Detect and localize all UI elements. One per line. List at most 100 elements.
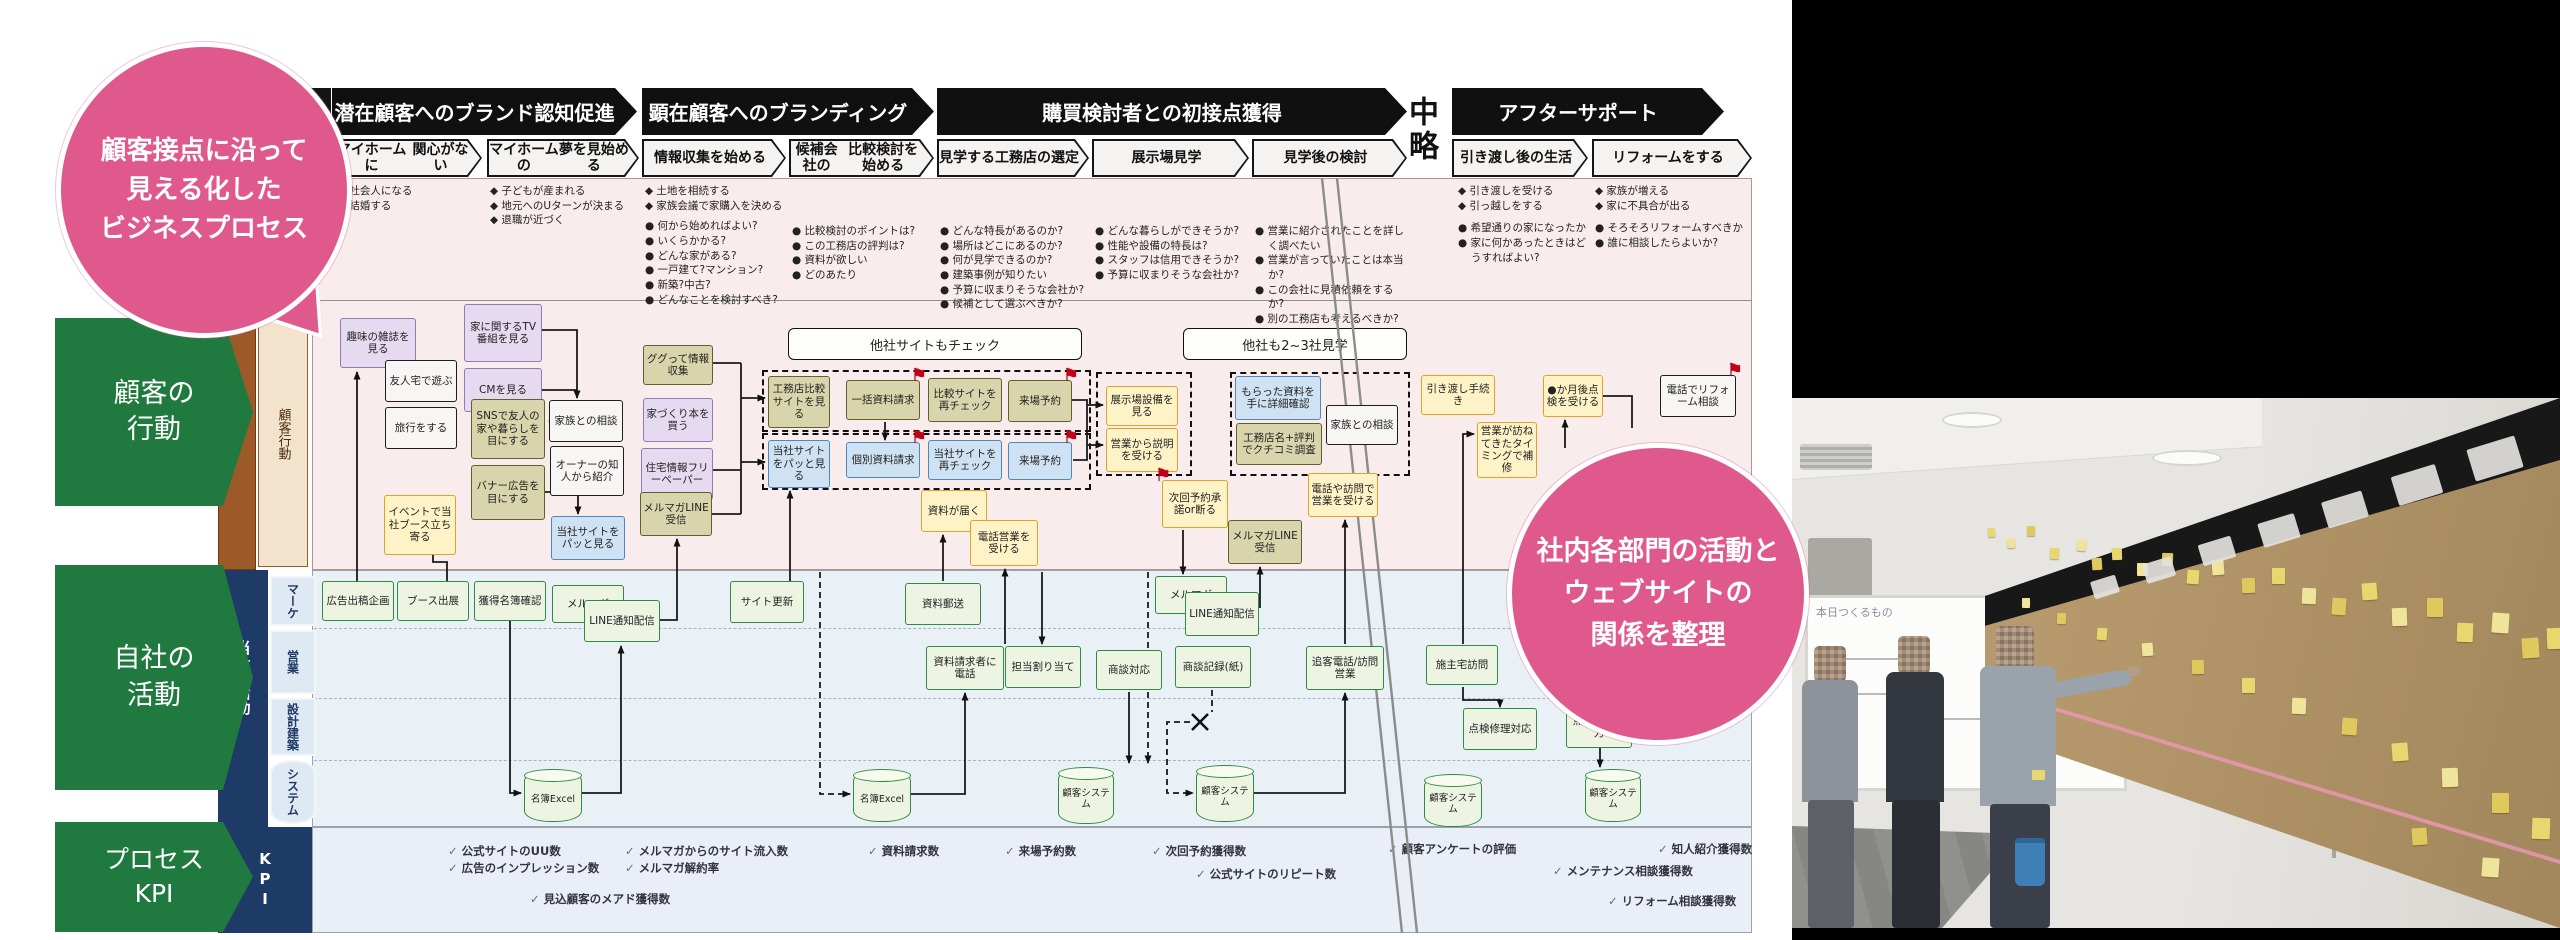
step-arrow: 候補会社の比較検討を始める: [789, 139, 934, 177]
sticky-note-text: 追客電話/訪問営業: [1311, 655, 1379, 680]
person-3-head: [1996, 626, 2034, 668]
kpi-item-text: 次回予約獲得数: [1165, 844, 1247, 858]
held-sticky-note: [2032, 770, 2045, 780]
step-arrow-face: 候補会社の比較検討を始める: [791, 141, 932, 175]
sticky-note: 追客電話/訪問営業: [1306, 646, 1384, 690]
photo-sticky-note: [2027, 526, 2035, 536]
insight-event: ◆ 家族会議で家購入を決める: [645, 199, 783, 212]
insight-column: ● どんな暮らしができそうか?● 性能や設備の特長は?● スタッフは信用できそう…: [1095, 184, 1247, 283]
photo-sticky-note: [2096, 627, 2108, 641]
row-label-line: 行動: [127, 414, 181, 445]
sticky-note: 友人宅で遊ぶ: [385, 360, 457, 402]
dept-label: 営業: [285, 650, 300, 674]
sticky-note: もらった資料を手に詳細確認: [1235, 376, 1321, 420]
lane-divider: [314, 698, 1750, 699]
row-label-line: KPI: [134, 879, 174, 908]
sticky-note: SNSで友人の家や暮らしを目にする: [471, 399, 545, 459]
callout-line: ビジネスプロセス: [99, 213, 308, 244]
insight-event: ◆ 引っ越しをする: [1458, 199, 1543, 212]
insight-question: ● 比較検討のポイントは?: [792, 225, 916, 237]
sticky-note: 家に関するTV番組を見る: [464, 304, 542, 362]
step-arrow: 見学後の検討: [1252, 139, 1407, 177]
sticky-note-text: 資料郵送: [922, 597, 964, 610]
insight-question: ● 誰に相談したらよいか?: [1595, 237, 1719, 250]
step-arrow-label: 情報収集を: [654, 149, 724, 166]
check-icon: ✓: [1196, 867, 1206, 881]
photo-sticky-note: [2076, 539, 2087, 552]
step-arrow: マイホームの夢を見始める: [487, 139, 639, 177]
check-icon: ✓: [1388, 842, 1398, 856]
sticky-note: ●か月後点検を受ける: [1543, 375, 1603, 417]
lane-divider: [314, 628, 1750, 629]
red-flag-icon: ⚑: [1155, 465, 1172, 486]
sticky-note-text: 友人宅で遊ぶ: [389, 374, 453, 387]
insight-question: ● 営業が言っていたことは本当か?: [1255, 254, 1404, 282]
check-icon: ✓: [625, 861, 635, 875]
insight-question: ● 何から始めればよい?: [645, 220, 758, 233]
sidebar-dept-marketing: マーケ: [270, 576, 316, 626]
step-arrow: 引き渡し後の生活: [1452, 139, 1588, 177]
group-bracket-label: 他社も2~3社見学: [1183, 328, 1407, 360]
photo-sticky-note: [2391, 607, 2408, 627]
photo-air-vent: [1800, 444, 1872, 470]
insight-column: ◆ 子どもが産まれる◆ 地元へのUターンが決まる◆ 退職が近づく: [490, 184, 638, 228]
red-flag-icon: ⚑: [1062, 365, 1079, 386]
sticky-note-text: 当社サイトを再チェック: [933, 447, 997, 472]
kpi-item-text: 公式サイトのUU数: [461, 844, 561, 858]
sticky-note: 家づくり本を買う: [643, 398, 713, 442]
sticky-note-text: ブース出展: [407, 594, 459, 607]
kpi-item-text: 見込顧客のメアド獲得数: [543, 892, 671, 906]
sticky-note-text: 電話でリフォーム相談: [1666, 383, 1730, 408]
photo-sticky-note: [2272, 568, 2285, 584]
sticky-note: 担当割り当て: [1005, 646, 1081, 688]
step-arrow: 見学する工務店の選定: [937, 139, 1089, 177]
photo-panel: 本日つくるもの: [1792, 0, 2560, 940]
sticky-note-text: 一括資料請求: [851, 393, 915, 406]
sticky-note: 点検修理対応: [1463, 708, 1537, 750]
row-label-company-activity: 自社の 活動: [55, 565, 253, 790]
sticky-note-text: 趣味の雑誌を見る: [346, 330, 410, 355]
insight-question: ● 資料が欲しい: [792, 254, 868, 267]
sticky-note-text: LINE通知配信: [1189, 607, 1255, 620]
kpi-item-text: メルマガ解約率: [638, 861, 720, 875]
sidebar-kpi-label: KPI: [256, 850, 274, 910]
insight-question: ● そろそろリフォームすべきか: [1595, 222, 1743, 235]
dash-group-box: [1096, 372, 1192, 476]
cylinder-text: 顧客システム: [1062, 788, 1110, 810]
stage-arrow: アフターサポート: [1452, 88, 1724, 135]
sticky-note-text: 引き渡し手続き: [1426, 382, 1490, 407]
insight-column: ◆ 土地を相続する◆ 家族会議で家購入を決める● 何から始めればよい?● いくら…: [645, 184, 787, 308]
photo-ceiling-light: [1942, 412, 2002, 428]
insight-question: ● 新築?中古?: [645, 279, 711, 292]
step-arrow-label: 始める: [724, 149, 766, 166]
photo-sticky-note: [2006, 537, 2016, 549]
photo-sticky-note: [1987, 527, 1996, 538]
step-arrow: 展示場見学: [1092, 139, 1249, 177]
insight-event: ◆ 引き渡しを受ける: [1458, 185, 1554, 197]
sticky-note: 次回予約承諾or断る⚑: [1155, 467, 1228, 528]
sticky-note-text: イベントで当社ブース立ち寄る: [388, 506, 452, 544]
insight-column: ◆ 引き渡しを受ける◆ 引っ越しをする● 希望通りの家になったか● 家に何かあっ…: [1458, 184, 1588, 265]
insight-column: ◆ 社会人になる◆ 結婚する: [338, 184, 484, 213]
person-2-torso: [1886, 672, 1944, 802]
photo-sticky-note: [2361, 582, 2378, 601]
sticky-note: 電話営業を受ける: [970, 520, 1038, 566]
sticky-note: 当社サイトをパッと見る: [551, 516, 625, 560]
sticky-note-text: 家に関するTV番組を見る: [469, 320, 537, 345]
sticky-note: ググって情報収集: [643, 345, 713, 385]
database-cylinder: 名簿Excel: [524, 769, 582, 822]
sticky-note: 営業から説明を受ける: [1106, 428, 1178, 472]
sticky-note: 比較サイトを再チェック: [928, 378, 1002, 422]
step-arrow-label: マイホームの: [489, 141, 559, 174]
callout-line: 顧客接点に沿って: [100, 135, 308, 166]
sticky-note: 電話でリフォーム相談⚑: [1660, 362, 1743, 417]
photo-sticky-note: [2441, 767, 2459, 788]
insight-question: ● スタッフは信用できそうか?: [1095, 254, 1240, 267]
check-icon: ✓: [625, 844, 635, 858]
stage-arrow-label: アフターサポート: [1498, 101, 1658, 125]
sidebar-dept-design: 設計建築: [270, 698, 316, 756]
photo-sticky-note: [2191, 659, 2205, 675]
insight-question: ● 希望通りの家になったか: [1458, 222, 1586, 235]
kpi-item: ✓顧客アンケートの評価: [1388, 841, 1516, 857]
sticky-note-text: 当社サイトをパッと見る: [556, 525, 620, 550]
